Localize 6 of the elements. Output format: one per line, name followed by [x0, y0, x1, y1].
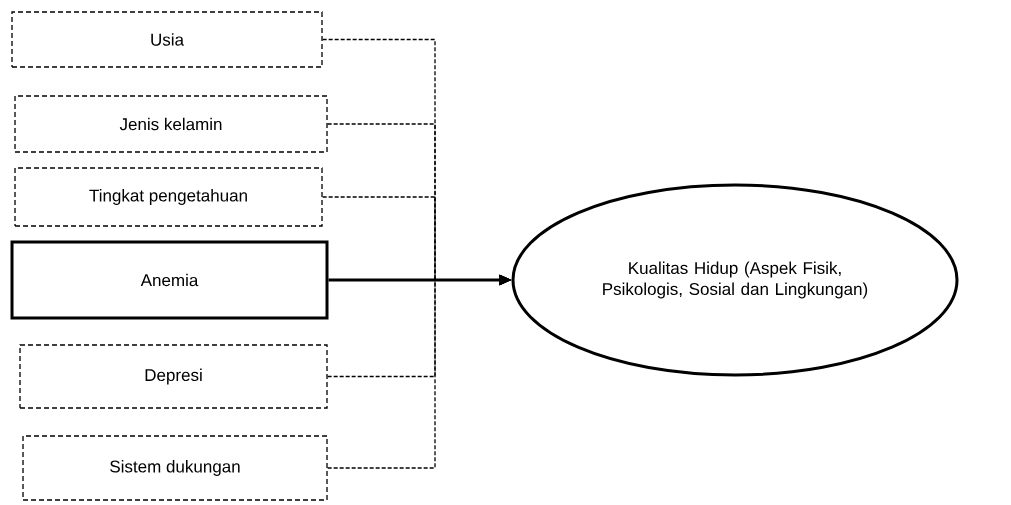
variable-box: Depresi	[19, 344, 328, 409]
variable-box: Jenis kelamin	[14, 95, 328, 153]
variable-box: Sistem dukungan	[22, 435, 328, 501]
variable-box: Anemia	[10, 240, 329, 320]
variable-box: Tingkat pengetahuan	[14, 167, 323, 227]
variable-box: Usia	[11, 11, 323, 68]
